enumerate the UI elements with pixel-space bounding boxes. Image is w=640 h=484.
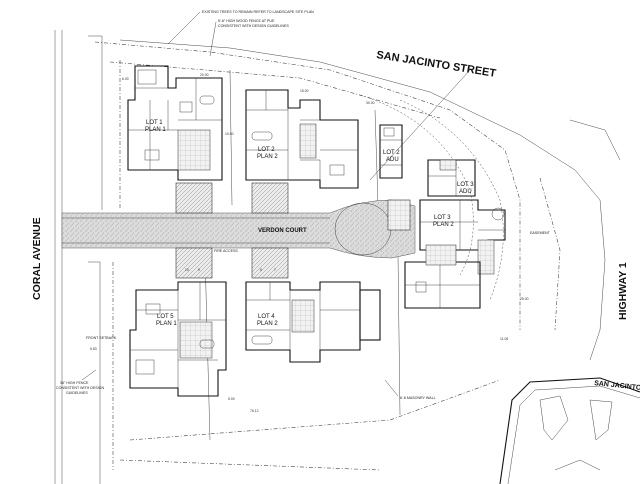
note-wood-fence-detail: CONSISTENT WITH DESIGN GUIDELINES bbox=[218, 24, 289, 28]
dimension-label: 11.05 bbox=[500, 337, 508, 341]
lot-label: PLAN 2 bbox=[257, 321, 278, 327]
lot-label: LOT 5 bbox=[157, 314, 174, 320]
street-label-corner: SAN JACINTO bbox=[594, 380, 640, 392]
highway-corner-inset bbox=[499, 377, 640, 484]
parking-stall-label: 7 bbox=[274, 268, 276, 272]
lot-label: PLAN 2 bbox=[433, 222, 454, 228]
property-lines bbox=[54, 30, 621, 484]
parking-stall-label: 9 bbox=[198, 268, 200, 272]
lot-label: PLAN 1 bbox=[156, 321, 177, 327]
note-high-fence-detail: CONSISTENT WITH DESIGN bbox=[56, 386, 104, 390]
lot-2-adu bbox=[379, 124, 403, 179]
note-easement: EASEMENT bbox=[530, 231, 551, 235]
lot-3-house bbox=[404, 199, 506, 309]
lot-label: LOT 3 bbox=[457, 182, 474, 188]
parking-stall-label: 8 bbox=[260, 268, 262, 272]
lot-label: ADU bbox=[459, 189, 472, 195]
verdon-court-road bbox=[61, 199, 416, 259]
street-label-east: HIGHWAY 1 bbox=[617, 262, 629, 320]
dimension-label: 30.00 bbox=[366, 101, 375, 105]
parking-stall-label: 10 bbox=[185, 268, 189, 272]
note-existing-trees: EXISTING TREES TO REMAIN REFER TO LANDSC… bbox=[202, 10, 314, 14]
lot-1-house bbox=[127, 65, 223, 181]
dimension-label: 15.00 bbox=[300, 89, 309, 93]
dimension-label: 10.00 bbox=[225, 132, 234, 136]
lot-3-adu bbox=[427, 159, 476, 197]
note-fire-access: FIRE ACCESS bbox=[214, 249, 238, 253]
lot-4-house bbox=[245, 281, 381, 363]
parking-stalls: 10 9 8 7 bbox=[175, 182, 411, 279]
annotations: EXISTING TREES TO REMAIN REFER TO LANDSC… bbox=[56, 10, 551, 400]
dimension-label: 20.00 bbox=[200, 73, 209, 77]
lot-label: ADU bbox=[386, 157, 399, 163]
lot-label: LOT 1 bbox=[146, 120, 163, 126]
dimension-labels: 6.00 20.00 10.00 15.00 30.00 25.00 11.05… bbox=[90, 73, 529, 413]
note-masonry-wall: 6'-6 MASONRY WALL bbox=[400, 396, 436, 400]
note-front-setback: FRONT SETBACK bbox=[86, 336, 117, 340]
note-wood-fence: 5'-6" HIGH WOOD FENCE AT PUE bbox=[218, 19, 275, 23]
lot-label: PLAN 1 bbox=[145, 127, 166, 133]
lot-label: LOT 4 bbox=[258, 314, 275, 320]
street-label-west: CORAL AVENUE bbox=[31, 217, 43, 300]
tree-canopy-lines bbox=[359, 69, 505, 301]
dimension-label: 25.00 bbox=[520, 297, 529, 301]
dimension-label: 5.00 bbox=[228, 397, 235, 401]
note-high-fence: 36" HIGH FENCE bbox=[60, 381, 89, 385]
lot-label: LOT 2 bbox=[258, 147, 275, 153]
dimension-label: 6.00 bbox=[122, 77, 129, 81]
street-label-north: SAN JACINTO STREET bbox=[376, 49, 497, 80]
lot-label: LOT 3 bbox=[434, 215, 451, 221]
note-high-fence-detail: GUIDELINES bbox=[66, 391, 88, 395]
lot-5-house bbox=[129, 281, 227, 397]
lot-label: LOT 2 bbox=[383, 150, 400, 156]
lot-2-house bbox=[245, 89, 359, 189]
dimension-label: 5.83 bbox=[90, 347, 97, 351]
lot-labels: LOT 1 PLAN 1 LOT 2 PLAN 2 LOT 2 ADU LOT … bbox=[145, 120, 474, 327]
lot-label: PLAN 2 bbox=[257, 154, 278, 160]
court-label: VERDON COURT bbox=[258, 228, 307, 234]
dimension-label: 76.12 bbox=[250, 409, 259, 413]
